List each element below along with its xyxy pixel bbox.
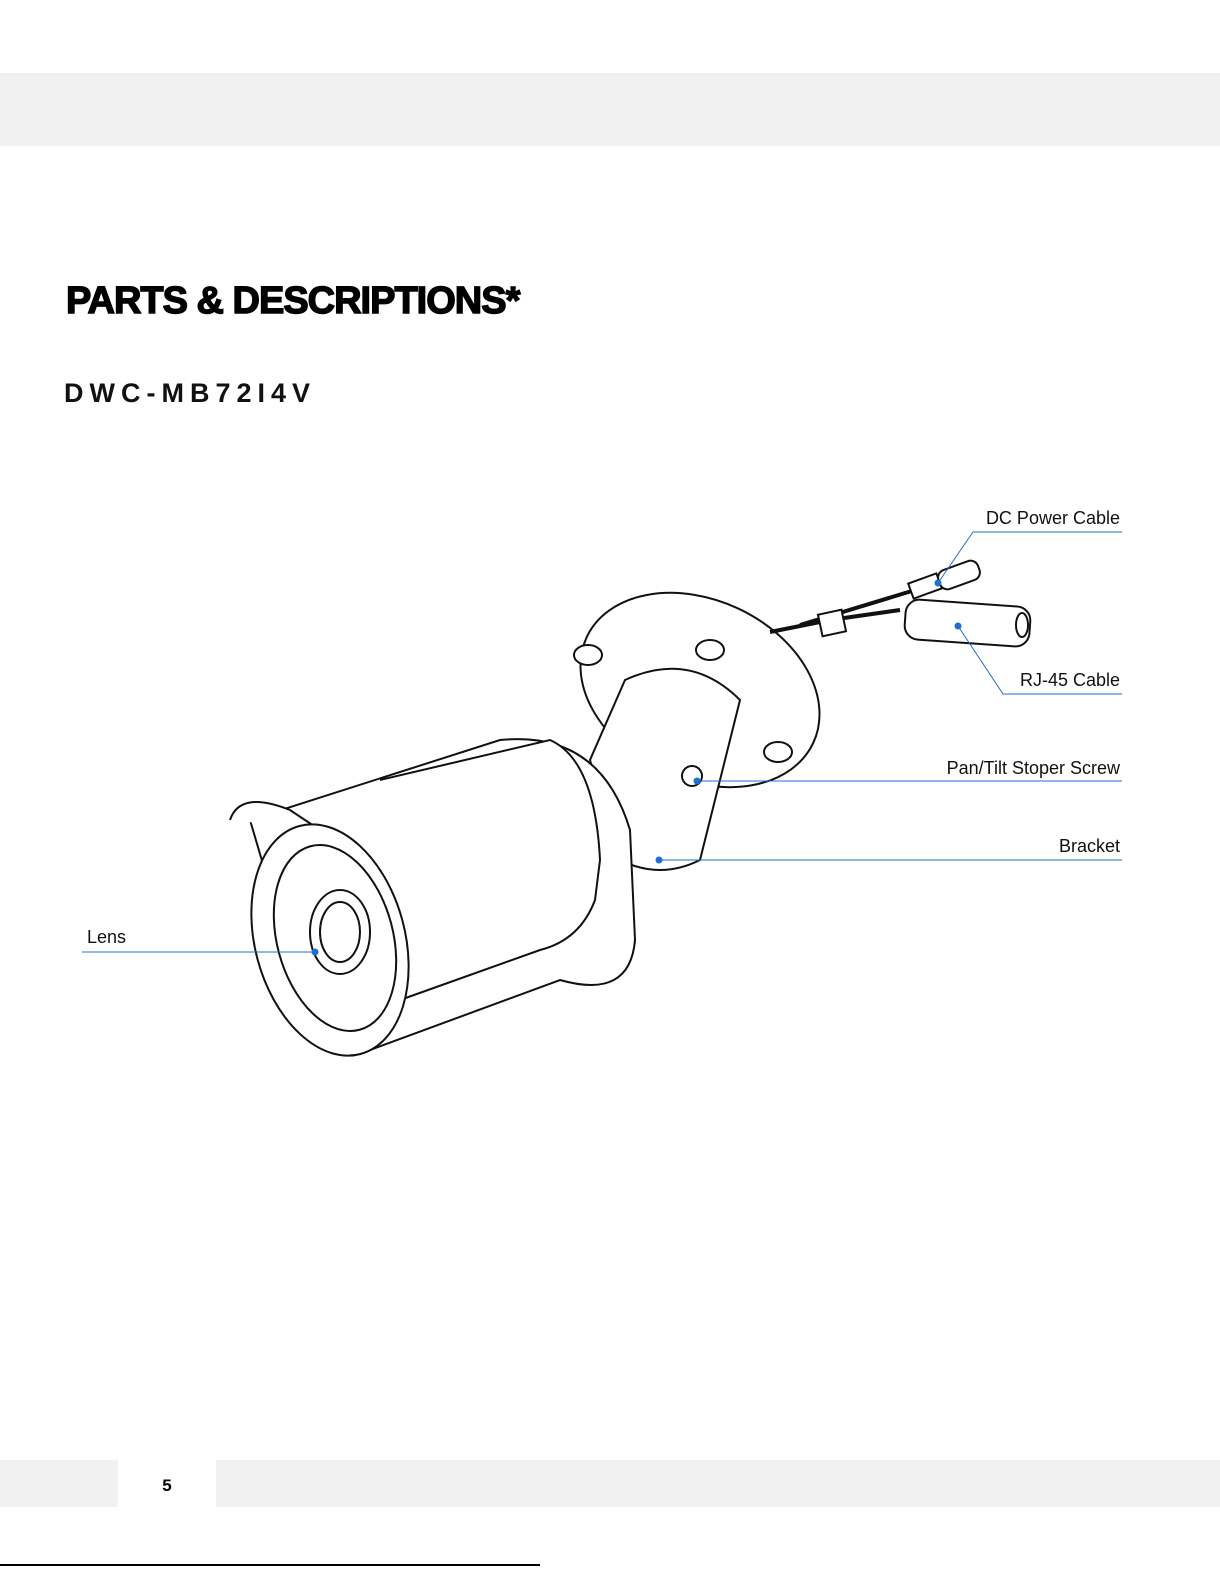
leader-dots	[311, 579, 962, 956]
leader-lines	[82, 531, 1122, 953]
camera-illustration	[229, 559, 1032, 1057]
page-number: 5	[162, 1476, 172, 1495]
label-lens: Lens	[87, 927, 127, 947]
leader-dc-power	[937, 531, 1122, 584]
footer-band-right	[216, 1460, 1220, 1507]
label-rj45-cable: RJ-45 Cable	[1019, 670, 1120, 690]
model-name: DWC-MB72I4V	[64, 378, 317, 408]
page-title: PARTS & DESCRIPTIONS*	[65, 279, 521, 322]
label-dc-power-cable: DC Power Cable	[985, 508, 1120, 528]
leader-rj45	[957, 625, 1122, 695]
footer-band-left	[0, 1460, 118, 1507]
label-pan-tilt-screw: Pan/Tilt Stoper Screw	[946, 758, 1120, 778]
label-bracket: Bracket	[1058, 836, 1120, 856]
header-band	[0, 73, 1220, 146]
